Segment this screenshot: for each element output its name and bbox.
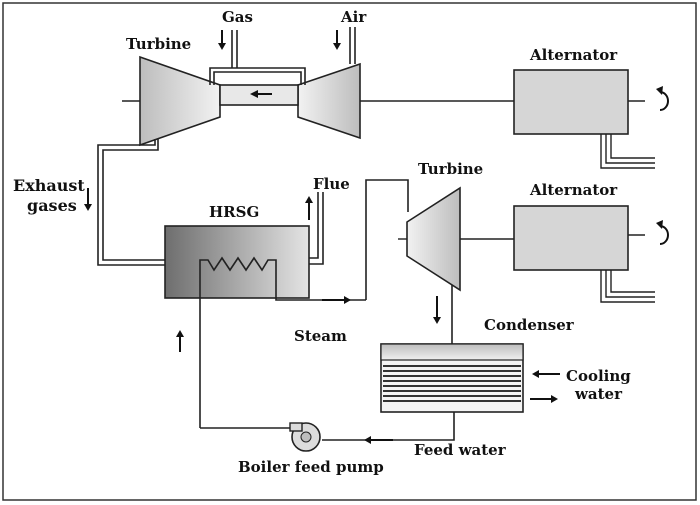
gas-arrow-icon [218, 30, 226, 50]
feed-arrow-icon [364, 436, 393, 444]
gas-label: Gas [222, 8, 253, 26]
alternator-bottom [513, 205, 655, 303]
air-arrow-icon [333, 30, 341, 50]
alternator-bottom-label: Alternator [529, 181, 618, 199]
combustor-arrow-icon [250, 90, 272, 98]
exhaust-arrow-icon [84, 188, 92, 211]
alternator-top [513, 69, 655, 169]
air-label: Air [340, 8, 367, 26]
cooling-water-label-line2: water [574, 385, 623, 403]
steam-arrow-icon [322, 296, 351, 304]
gas-turbine [122, 55, 221, 147]
rotation-arrow-icon [656, 86, 669, 111]
exhaust-label-line1: Exhaust [13, 176, 85, 195]
boiler-feed-pump [289, 422, 321, 452]
combustor [209, 67, 306, 106]
return-arrow-icon [176, 330, 184, 352]
cooling-out-arrow-icon [530, 395, 558, 403]
steam-turbine-label: Turbine [418, 160, 483, 178]
gas-turbine-label: Turbine [126, 35, 191, 53]
flue-arrow-icon [305, 196, 313, 220]
hrsg [164, 225, 310, 299]
cooling-water-label-line1: Cooling [566, 367, 631, 385]
steam-line [365, 179, 409, 300]
steam-label: Steam [294, 327, 347, 345]
compressor [297, 62, 361, 140]
feed-water-line [322, 412, 455, 441]
alternator-top-label: Alternator [529, 46, 618, 64]
heating-coil [199, 256, 366, 428]
rotation-arrow-icon [656, 220, 669, 245]
flue-stack [309, 192, 324, 265]
cooling-in-arrow-icon [532, 370, 560, 378]
air-inlet-pipe [349, 27, 356, 64]
pump-label: Boiler feed pump [238, 458, 384, 476]
condenser-down-arrow-icon [433, 296, 441, 324]
gas-inlet-pipe [231, 30, 238, 68]
steam-turbine [398, 186, 514, 292]
condenser-label: Condenser [484, 316, 575, 334]
exhaust-label-line2: gases [27, 196, 77, 215]
condenser [380, 343, 524, 413]
feed-water-label: Feed water [414, 441, 507, 459]
exhaust-duct [97, 139, 165, 266]
flue-label: Flue [313, 175, 350, 193]
hrsg-label: HRSG [209, 203, 259, 221]
